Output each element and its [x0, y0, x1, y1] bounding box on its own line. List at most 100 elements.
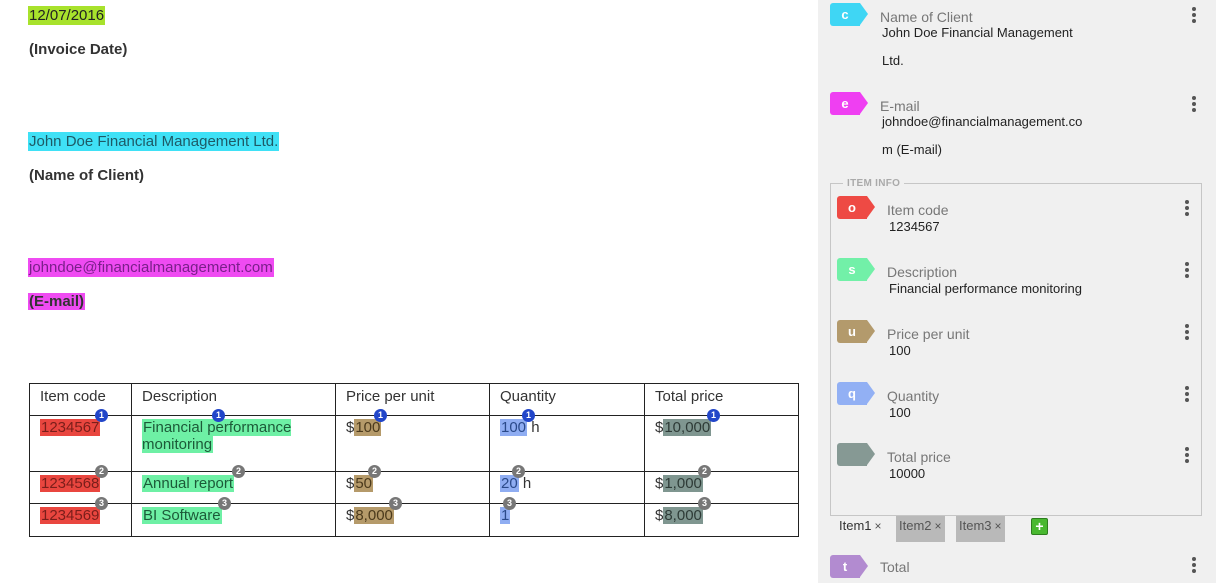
- more-vertical-icon[interactable]: [1192, 557, 1196, 575]
- description-tag[interactable]: BI Software: [142, 507, 222, 524]
- row-badge: 2: [512, 465, 525, 478]
- cell-quantity: 3 1: [489, 497, 645, 537]
- field-value: John Doe Financial Management Ltd.: [882, 19, 1112, 75]
- quantity-tag[interactable]: 100: [500, 419, 528, 436]
- invoice-document: 12/07/2016 (Invoice Date) John Doe Finan…: [28, 6, 799, 537]
- more-vertical-icon[interactable]: [1192, 7, 1196, 25]
- row-badge: 1: [522, 409, 535, 422]
- field-e-mail[interactable]: e E-mail johndoe@financialmanagement.co …: [830, 92, 1200, 172]
- row-badge: 3: [389, 497, 402, 510]
- field-value: 1234567: [889, 219, 940, 234]
- tab-label: Item2: [899, 518, 932, 533]
- field-item-code[interactable]: o Item code 1234567: [837, 196, 1195, 246]
- field-name-of-client[interactable]: c Name of Client John Doe Financial Mana…: [830, 3, 1200, 83]
- field-name: Name of Client: [880, 9, 973, 25]
- cell-price: 1 $100: [335, 409, 490, 472]
- quantity-suffix: h: [518, 475, 532, 492]
- field-name: Description: [887, 264, 958, 280]
- cell-description: 3 BI Software: [131, 497, 336, 537]
- field-name: E-mail: [880, 98, 920, 114]
- field-chip: [837, 443, 875, 466]
- total-tag[interactable]: 8,000: [663, 507, 703, 524]
- item-code-tag[interactable]: 1234568: [40, 475, 101, 492]
- cell-item-code: 1 1234567: [29, 409, 132, 472]
- row-badge: 3: [95, 497, 108, 510]
- invoice-date-label: (Invoice Date): [29, 41, 128, 58]
- field-value-line: Ltd.: [882, 53, 904, 68]
- field-name: Price per unit: [887, 326, 970, 342]
- price-prefix: $: [346, 475, 355, 492]
- quantity-tag[interactable]: 20: [500, 475, 519, 492]
- field-name: Quantity: [887, 388, 940, 404]
- header-total-price: Total price: [644, 383, 799, 416]
- price-tag[interactable]: 50: [354, 475, 374, 492]
- total-tag[interactable]: 1,000: [663, 475, 703, 492]
- field-value-line: John Doe Financial Management: [882, 25, 1073, 40]
- more-vertical-icon[interactable]: [1185, 386, 1189, 404]
- row-badge: 1: [95, 409, 108, 422]
- field-chip: q: [837, 382, 875, 405]
- item-code-tag[interactable]: 1234567: [40, 419, 101, 436]
- row-badge: 1: [707, 409, 720, 422]
- header-item-code: Item code: [29, 383, 132, 416]
- field-value: 100: [889, 343, 911, 358]
- total-tag[interactable]: 10,000: [663, 419, 712, 436]
- price-prefix: $: [346, 507, 355, 524]
- table-row: 3 1234569 3 BI Software 3 $8,000 3 1 3 $…: [29, 497, 799, 537]
- table-row: 2 1234568 2 Annual report 2 $50 2 20 h 2…: [29, 465, 799, 504]
- more-vertical-icon[interactable]: [1192, 96, 1196, 114]
- description-tag[interactable]: Financial performance monitoring: [142, 419, 292, 453]
- cell-description: 1 Financial performance monitoring: [131, 409, 336, 472]
- tab-label: Item1: [839, 518, 872, 533]
- cell-price: 2 $50: [335, 465, 490, 504]
- total-prefix: $: [655, 475, 664, 492]
- header-quantity: Quantity: [489, 383, 645, 416]
- field-value: johndoe@financialmanagement.co m (E-mail…: [882, 108, 1112, 164]
- field-value: 100: [889, 405, 911, 420]
- field-chip: t: [830, 555, 868, 578]
- tab-item2[interactable]: Item2×: [896, 516, 945, 542]
- cell-total: 3 $8,000: [644, 497, 799, 537]
- table-header-row: Item code Description Price per unit Qua…: [29, 383, 799, 416]
- more-vertical-icon[interactable]: [1185, 447, 1189, 465]
- price-tag[interactable]: 100: [354, 419, 382, 436]
- close-icon[interactable]: ×: [934, 519, 942, 533]
- row-badge: 2: [232, 465, 245, 478]
- tab-item1[interactable]: Item1×: [836, 516, 885, 542]
- price-tag[interactable]: 8,000: [354, 507, 394, 524]
- more-vertical-icon[interactable]: [1185, 324, 1189, 342]
- close-icon[interactable]: ×: [994, 519, 1002, 533]
- field-chip: o: [837, 196, 875, 219]
- client-name-highlight[interactable]: John Doe Financial Management Ltd.: [28, 132, 280, 151]
- add-item-button[interactable]: +: [1031, 518, 1048, 535]
- tab-item3[interactable]: Item3×: [956, 516, 1005, 542]
- quantity-tag[interactable]: 1: [500, 507, 511, 524]
- cell-price: 3 $8,000: [335, 497, 490, 537]
- invoice-date-highlight[interactable]: 12/07/2016: [28, 6, 106, 25]
- total-prefix: $: [655, 419, 664, 436]
- cell-total: 1 $10,000: [644, 409, 799, 472]
- field-total[interactable]: t Total: [830, 555, 1200, 583]
- email-highlight[interactable]: johndoe@financialmanagement.com: [28, 258, 274, 277]
- cell-quantity: 1 100 h: [489, 409, 645, 472]
- description-tag[interactable]: Annual report: [142, 475, 235, 492]
- row-badge: 3: [218, 497, 231, 510]
- field-name: Item code: [887, 202, 949, 218]
- header-price-per-unit: Price per unit: [335, 383, 490, 416]
- tab-label: Item3: [959, 518, 992, 533]
- email-label[interactable]: (E-mail): [28, 293, 86, 310]
- item-code-tag[interactable]: 1234569: [40, 507, 101, 524]
- more-vertical-icon[interactable]: [1185, 262, 1189, 280]
- field-description[interactable]: s Description Financial performance moni…: [837, 258, 1195, 308]
- field-chip: s: [837, 258, 875, 281]
- more-vertical-icon[interactable]: [1185, 200, 1189, 218]
- field-value-line: m (E-mail): [882, 142, 942, 157]
- field-total-price[interactable]: Total price 10000: [837, 443, 1195, 493]
- field-value: Financial performance monitoring: [889, 281, 1082, 296]
- field-price-per-unit[interactable]: u Price per unit 100: [837, 320, 1195, 370]
- items-table: Item code Description Price per unit Qua…: [29, 383, 799, 537]
- close-icon[interactable]: ×: [874, 519, 882, 533]
- quantity-suffix: h: [527, 419, 540, 436]
- field-quantity[interactable]: q Quantity 100: [837, 382, 1195, 432]
- row-badge: 2: [368, 465, 381, 478]
